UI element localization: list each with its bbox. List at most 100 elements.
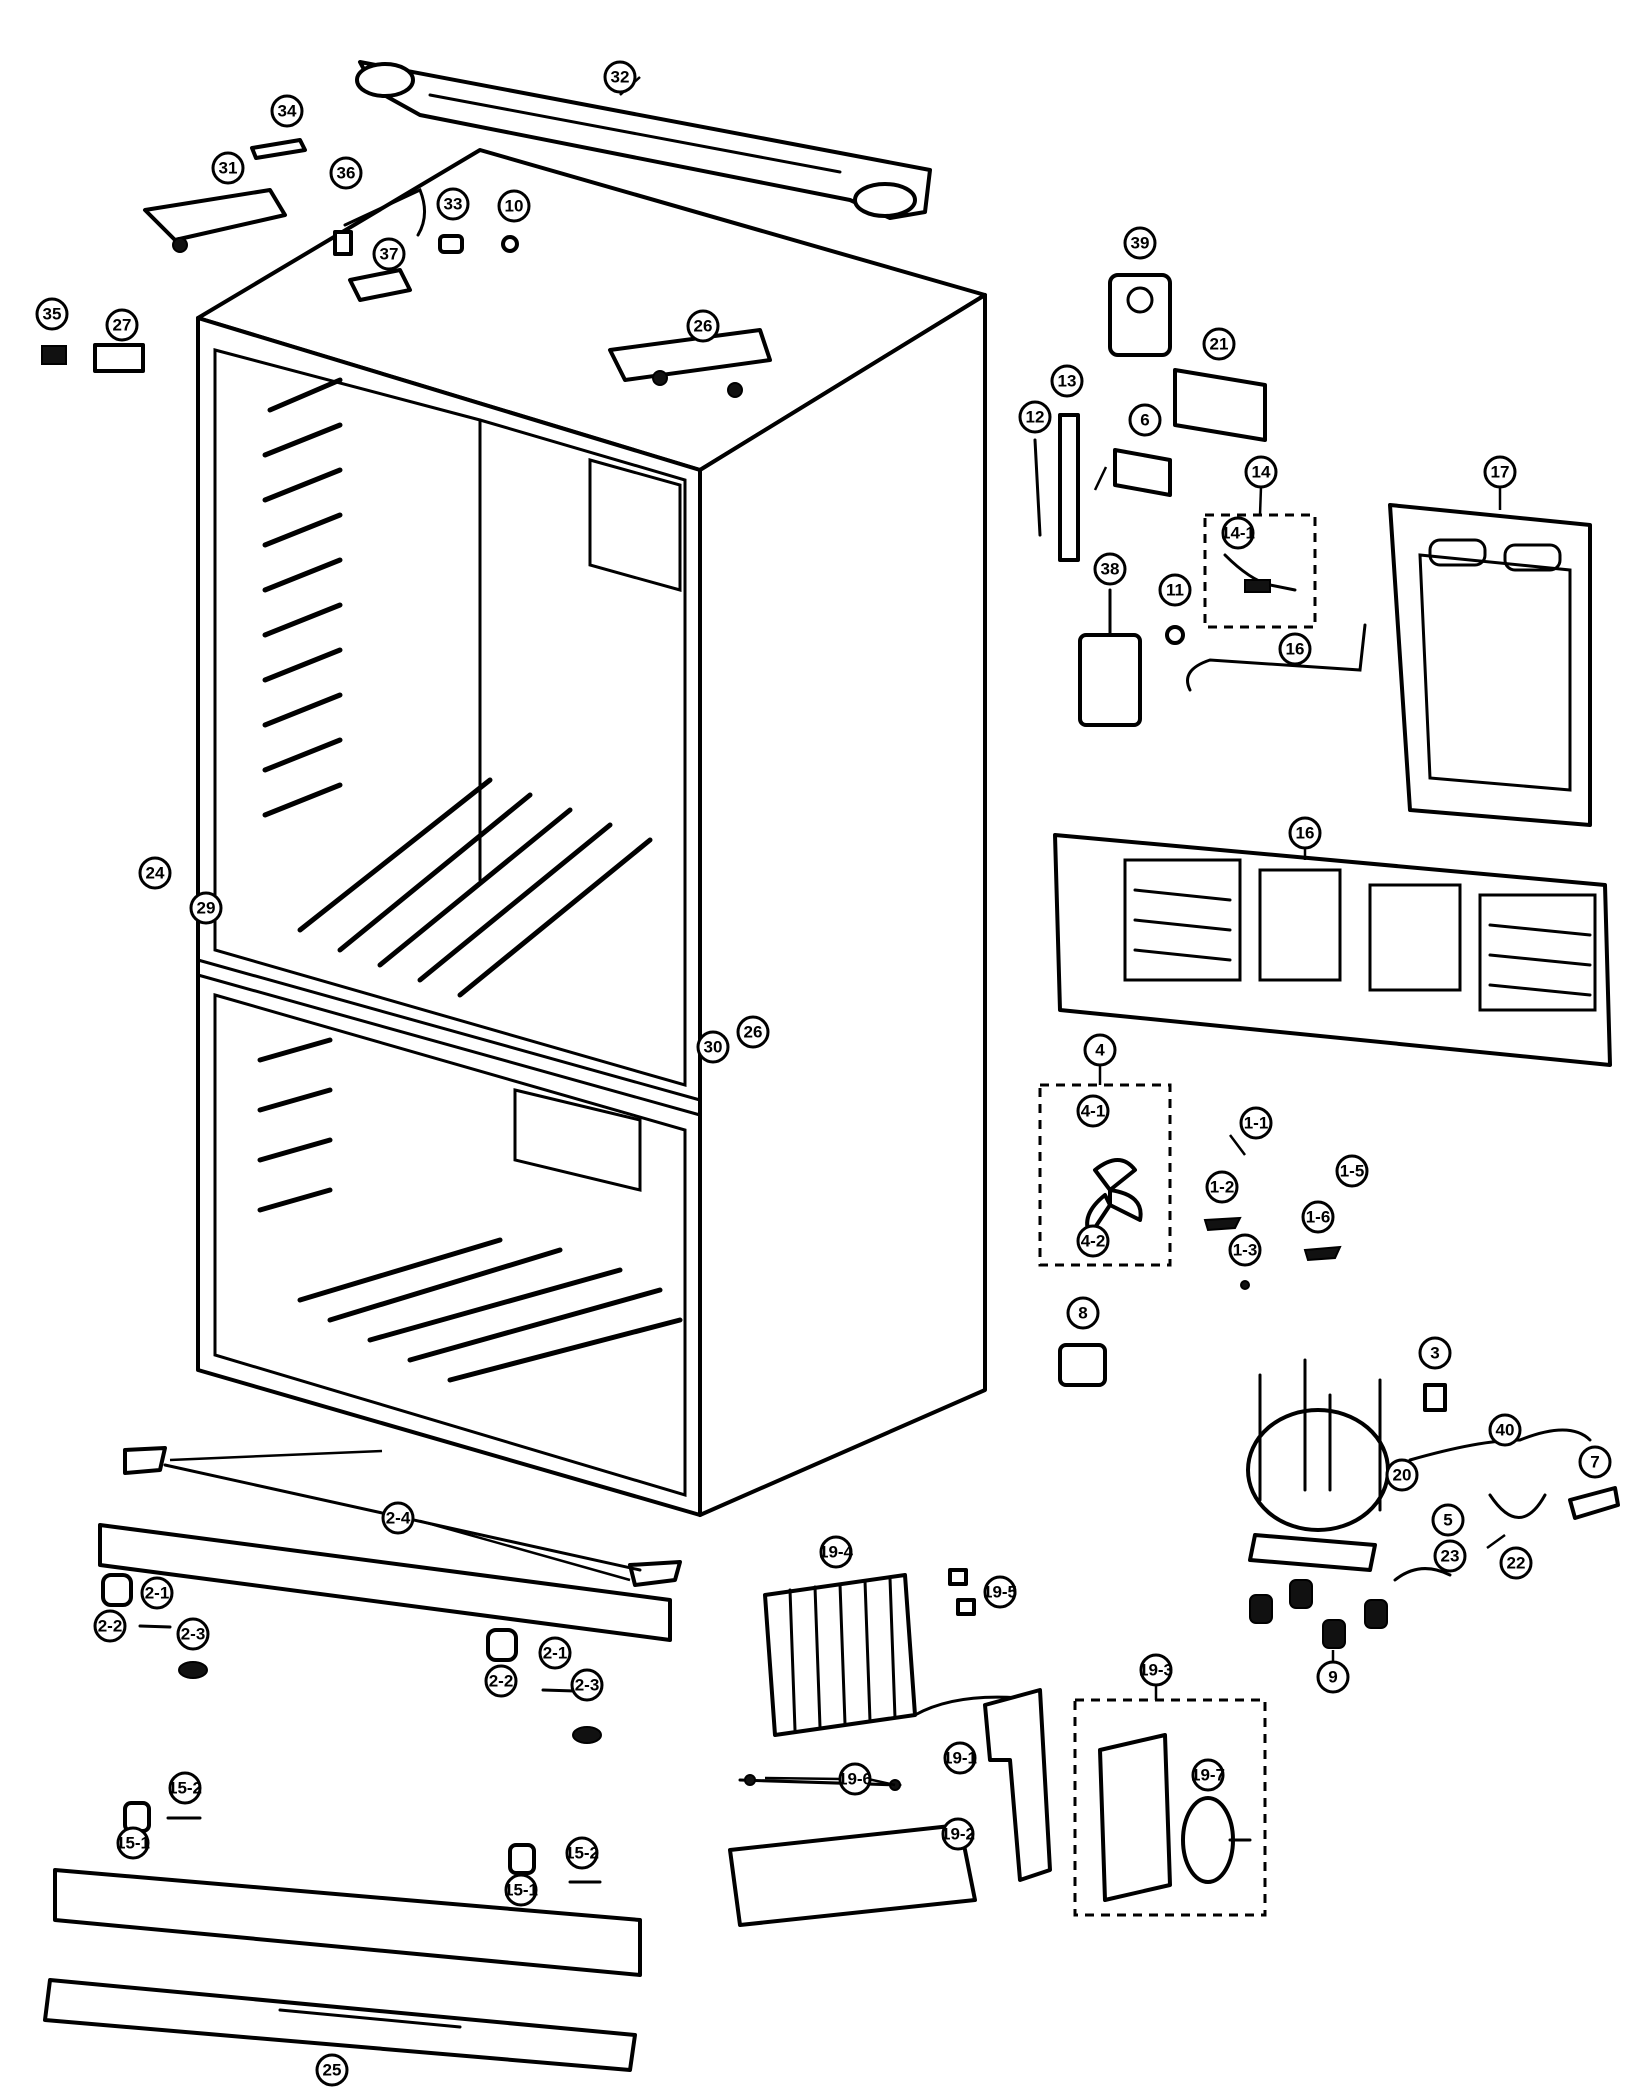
part-36 [333, 187, 426, 256]
svg-text:37: 37 [380, 245, 399, 264]
svg-text:40: 40 [1496, 1421, 1515, 1440]
svg-text:8: 8 [1078, 1304, 1087, 1323]
svg-text:1-6: 1-6 [1306, 1208, 1331, 1227]
callout-15-1-right: 15-1 [504, 1873, 538, 1907]
callout-4: 4 [1083, 1033, 1117, 1067]
part-21 [1173, 368, 1267, 442]
callout-1-6: 1-6 [1301, 1200, 1335, 1234]
part-top-cover [355, 60, 932, 220]
callout-30: 30 [696, 1030, 730, 1064]
callout-40: 40 [1488, 1413, 1522, 1447]
callout-14-1: 14-1 [1221, 516, 1255, 550]
svg-text:19-1: 19-1 [943, 1749, 977, 1768]
callout-4-1: 4-1 [1076, 1094, 1110, 1128]
part-rollers-right [486, 1628, 602, 1744]
svg-text:2-1: 2-1 [145, 1584, 170, 1603]
part-hinge-left [143, 188, 287, 253]
callout-19-1: 19-1 [943, 1741, 977, 1775]
callout-37: 37 [372, 237, 406, 271]
callout-26-top: 26 [686, 309, 720, 343]
callout-11: 11 [1158, 573, 1192, 607]
svg-text:33: 33 [444, 195, 463, 214]
callout-3: 3 [1418, 1336, 1452, 1370]
svg-text:2-4: 2-4 [386, 1509, 411, 1528]
part-8 [1058, 1343, 1107, 1387]
callout-4-2: 4-2 [1076, 1224, 1110, 1258]
callout-34: 34 [270, 94, 304, 128]
svg-text:5: 5 [1443, 1511, 1452, 1530]
svg-text:16: 16 [1296, 824, 1315, 843]
svg-text:19-5: 19-5 [983, 1583, 1017, 1602]
part-evap-panel [1053, 833, 1612, 1067]
callout-2-3-left: 2-3 [176, 1617, 210, 1651]
callout-19-6: 19-6 [838, 1762, 872, 1796]
callout-19-4: 19-4 [819, 1535, 854, 1569]
callout-19-7: 19-7 [1191, 1758, 1225, 1792]
part-fan [1085, 1158, 1143, 1237]
part-27 [93, 343, 145, 373]
svg-text:4-2: 4-2 [1081, 1232, 1106, 1251]
part-38 [1078, 588, 1142, 727]
svg-text:24: 24 [146, 864, 165, 883]
callout-16-panel: 16 [1288, 816, 1322, 850]
callout-20: 20 [1385, 1458, 1419, 1492]
part-1-6 [1303, 1245, 1342, 1262]
callout-39: 39 [1123, 226, 1157, 260]
part-compressor [1246, 1358, 1390, 1649]
svg-text:12: 12 [1026, 408, 1045, 427]
svg-text:26: 26 [744, 1023, 763, 1042]
svg-text:4-1: 4-1 [1081, 1102, 1106, 1121]
callout-2-2-right: 2-2 [484, 1664, 518, 1698]
svg-text:1-3: 1-3 [1233, 1241, 1258, 1260]
part-35 [41, 345, 67, 365]
part-19-6 [738, 1774, 902, 1791]
part-16-hose [1186, 623, 1367, 692]
svg-text:16: 16 [1286, 640, 1305, 659]
callout-12: 12 [1018, 400, 1052, 434]
callout-15-2-left: 15-2 [168, 1771, 202, 1805]
svg-text:19-6: 19-6 [838, 1770, 872, 1789]
svg-text:32: 32 [611, 68, 630, 87]
svg-text:27: 27 [113, 316, 132, 335]
svg-text:1-2: 1-2 [1210, 1178, 1235, 1197]
part-34 [250, 138, 307, 160]
svg-text:36: 36 [337, 164, 356, 183]
svg-text:3: 3 [1430, 1344, 1439, 1363]
svg-text:1-1: 1-1 [1244, 1114, 1269, 1133]
part-1-3 [1240, 1280, 1250, 1290]
callout-1-2: 1-2 [1205, 1170, 1239, 1204]
part-1-2 [1203, 1216, 1242, 1232]
callout-22: 22 [1499, 1546, 1533, 1580]
svg-text:34: 34 [278, 102, 297, 121]
callout-2-1-left: 2-1 [140, 1576, 174, 1610]
callout-33: 33 [436, 187, 470, 221]
callout-31: 31 [211, 151, 245, 185]
svg-text:2-3: 2-3 [575, 1676, 600, 1695]
callout-13: 13 [1050, 364, 1084, 398]
svg-text:2-2: 2-2 [489, 1672, 514, 1691]
part-10 [501, 235, 519, 253]
callout-7: 7 [1578, 1445, 1612, 1479]
callout-19-2: 19-2 [941, 1817, 975, 1851]
svg-text:38: 38 [1101, 560, 1120, 579]
callout-9: 9 [1316, 1660, 1350, 1694]
svg-text:2-2: 2-2 [98, 1617, 123, 1636]
part-evap-cover [1388, 503, 1592, 827]
callout-2-1-right: 2-1 [538, 1636, 572, 1670]
part-11 [1165, 625, 1185, 645]
svg-text:22: 22 [1507, 1554, 1526, 1573]
svg-text:15-2: 15-2 [168, 1779, 202, 1798]
svg-text:35: 35 [43, 305, 62, 324]
group-box-4 [1038, 1083, 1172, 1267]
callout-bubbles: 32 34 31 36 33 10 37 35 27 26 39 21 13 1… [35, 60, 1612, 2087]
svg-text:15-2: 15-2 [565, 1844, 599, 1863]
part-14-1 [1223, 553, 1297, 593]
callout-2-4: 2-4 [381, 1501, 415, 1535]
callout-15-1-left: 15-1 [116, 1826, 150, 1860]
svg-text:20: 20 [1393, 1466, 1412, 1485]
svg-text:30: 30 [704, 1038, 723, 1057]
group-box-19-3 [1073, 1698, 1267, 1917]
part-19-2 [728, 1823, 977, 1927]
svg-text:1-5: 1-5 [1340, 1162, 1365, 1181]
